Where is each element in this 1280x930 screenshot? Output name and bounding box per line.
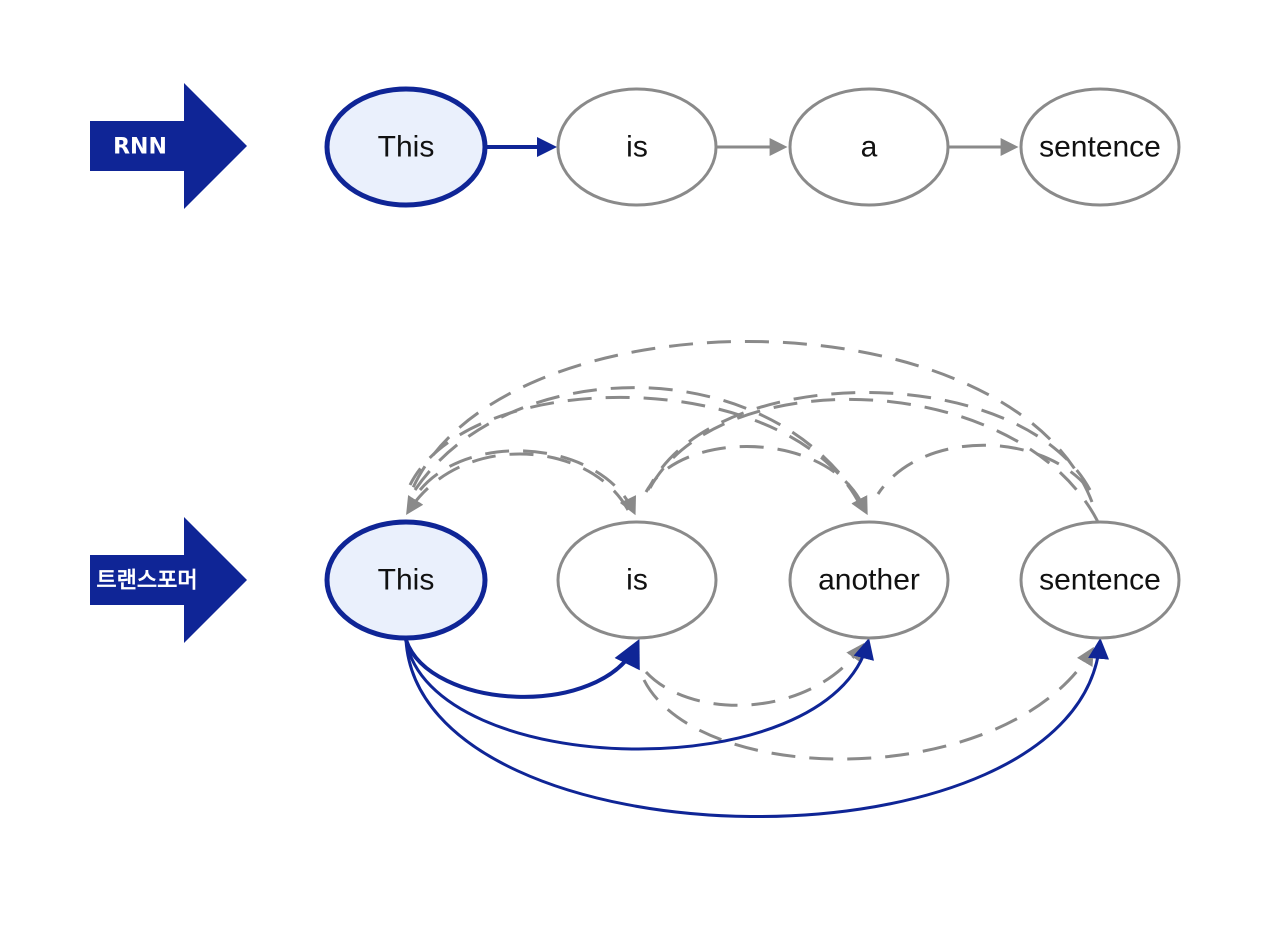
rnn-node-is: is [556, 87, 718, 207]
arc-this-to-another [413, 386, 868, 516]
arc-is-to-this [406, 452, 630, 516]
rnn-arrow-shape [90, 83, 247, 209]
transformer-node-sentence: sentence [1019, 520, 1181, 640]
arc-is-to-another-bottom [644, 643, 865, 707]
attention-arcs-top [406, 340, 1100, 523]
transformer-node-this: This [324, 519, 488, 641]
rnn-node-sentence: sentence [1019, 87, 1181, 207]
transformer-side-arrow: 트랜스포머 [90, 517, 247, 643]
transformer-token-1: is [626, 564, 648, 597]
arc-this-to-sentence-bottom [404, 637, 1110, 818]
arc-another-to-is [644, 445, 862, 501]
arc-sentence-to-another [876, 443, 1090, 495]
rnn-node-a: a [788, 87, 950, 207]
transformer-node-another: another [788, 520, 950, 640]
attention-arcs-bottom [642, 643, 1094, 761]
transformer-node-is: is [556, 520, 718, 640]
arc-this-to-is-bottom [404, 638, 640, 699]
arc-sentence-to-this [410, 340, 1094, 503]
attention-arcs-this [404, 637, 1110, 818]
rnn-token-1: is [626, 131, 648, 164]
transformer-label: 트랜스포머 [96, 569, 197, 594]
rnn-side-arrow: RNN [90, 83, 247, 209]
transformer-token-0: This [378, 564, 435, 597]
transformer-token-2: another [818, 564, 920, 597]
arc-this-to-is [418, 449, 636, 516]
transformer-arrow-shape [90, 517, 247, 643]
rnn-node-this: This [324, 86, 488, 208]
arc-this-to-another-bottom [404, 637, 874, 751]
rnn-token-3: sentence [1039, 131, 1161, 164]
arc-sentence-to-is [646, 391, 1092, 491]
transformer-token-3: sentence [1039, 564, 1161, 597]
rnn-token-0: This [378, 131, 435, 164]
rnn-label: RNN [113, 135, 167, 160]
rnn-token-2: a [861, 131, 878, 164]
arc-is-to-sentence [648, 398, 1100, 523]
arc-is-to-sentence-bottom [642, 646, 1094, 761]
